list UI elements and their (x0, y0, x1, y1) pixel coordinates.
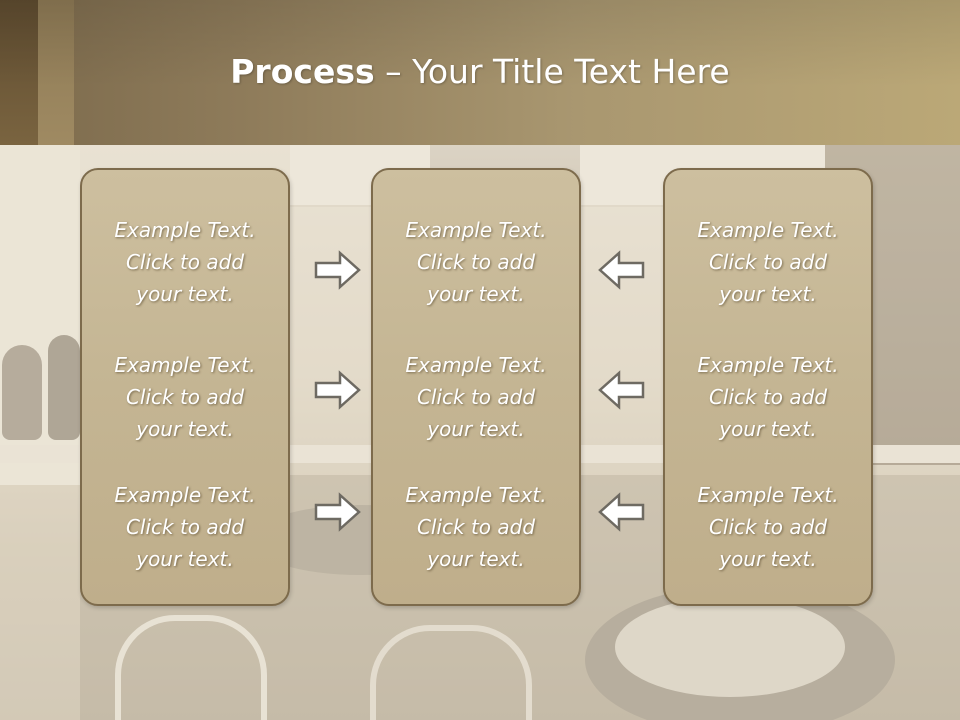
text-placeholder[interactable]: Example Text. Click to add your text. (697, 218, 839, 306)
arrow-left-icon (597, 250, 645, 290)
text-placeholder[interactable]: Example Text. Click to add your text. (697, 353, 839, 441)
vase-shape (2, 345, 42, 440)
arrow-left-icon (597, 370, 645, 410)
chair-shape (115, 615, 267, 720)
text-placeholder[interactable]: Example Text. Click to add your text. (405, 353, 547, 441)
text-placeholder[interactable]: Example Text. Click to add your text. (405, 218, 547, 306)
title-banner (0, 0, 960, 145)
process-box-3[interactable]: Example Text. Click to add your text. Ex… (663, 168, 873, 606)
title-bold: Process (230, 52, 375, 91)
chair-shape (370, 625, 532, 720)
banner-accent-light (38, 0, 74, 145)
arrow-right-icon (314, 250, 362, 290)
plate-shape (615, 597, 845, 697)
text-placeholder[interactable]: Example Text. Click to add your text. (697, 483, 839, 571)
text-placeholder[interactable]: Example Text. Click to add your text. (114, 353, 256, 441)
text-placeholder[interactable]: Example Text. Click to add your text. (114, 218, 256, 306)
slide-title[interactable]: Process – Your Title Text Here (0, 52, 960, 91)
text-placeholder[interactable]: Example Text. Click to add your text. (114, 483, 256, 571)
vase-shape (48, 335, 80, 440)
process-box-2[interactable]: Example Text. Click to add your text. Ex… (371, 168, 581, 606)
process-box-1[interactable]: Example Text. Click to add your text. Ex… (80, 168, 290, 606)
arrow-left-icon (597, 492, 645, 532)
text-placeholder[interactable]: Example Text. Click to add your text. (405, 483, 547, 571)
banner-accent-dark (0, 0, 38, 145)
arrow-right-icon (314, 492, 362, 532)
arrow-right-icon (314, 370, 362, 410)
title-rest: – Your Title Text Here (374, 52, 730, 91)
